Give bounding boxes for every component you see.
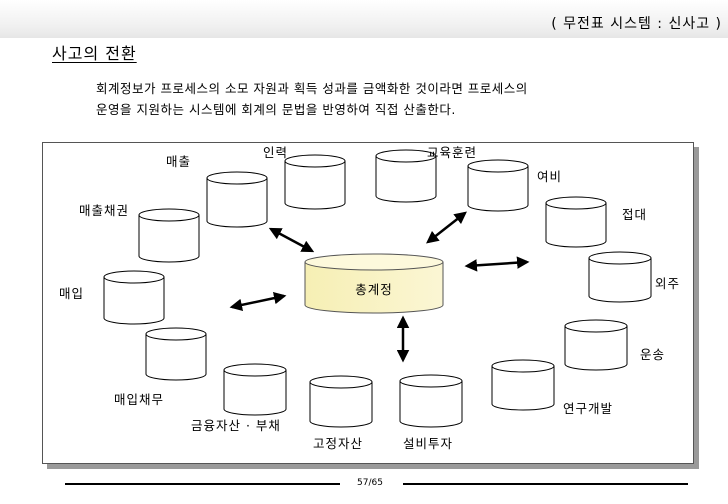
page-number: 57/65 bbox=[357, 478, 383, 488]
receivables-cylinder bbox=[138, 208, 200, 263]
purchase-cylinder bbox=[103, 270, 165, 325]
entertainment-label: 접대 bbox=[622, 207, 647, 222]
payables-cylinder bbox=[145, 327, 207, 381]
equipment-label: 설비투자 bbox=[403, 436, 453, 451]
rnd-label: 연구개발 bbox=[563, 401, 613, 416]
entertainment-cylinder bbox=[545, 196, 607, 248]
equipment-cylinder bbox=[399, 374, 463, 428]
labor-label: 인력 bbox=[263, 145, 288, 160]
slide-title: 사고의 전환 bbox=[52, 44, 137, 63]
payables-label: 매입채무 bbox=[114, 392, 164, 407]
receivables-label: 매출채권 bbox=[79, 203, 129, 218]
arrow-upper-left bbox=[268, 227, 315, 253]
travel-label: 여비 bbox=[537, 169, 562, 184]
general-ledger-cylinder: 총계정 bbox=[304, 253, 444, 314]
outsourcing-label: 외주 bbox=[655, 276, 680, 291]
financial-cylinder bbox=[223, 363, 287, 416]
shipping-cylinder bbox=[564, 319, 628, 371]
paragraph-line-2: 운영을 지원하는 시스템에 회계의 문법을 반영하여 직접 산출한다. bbox=[96, 102, 456, 117]
arrow-right bbox=[464, 256, 530, 272]
footer-line-right bbox=[403, 483, 688, 485]
fixed-assets-cylinder bbox=[309, 375, 373, 428]
purchase-label: 매입 bbox=[59, 286, 84, 301]
training-label: 교육훈련 bbox=[427, 145, 477, 160]
footer-line-left bbox=[65, 483, 340, 485]
travel-cylinder bbox=[467, 159, 529, 212]
rnd-cylinder bbox=[491, 359, 555, 411]
description-paragraph: 회계정보가 프로세스의 소모 자원과 획득 성과를 금액화한 것이라면 프로세스… bbox=[96, 78, 528, 120]
paragraph-line-1: 회계정보가 프로세스의 소모 자원과 획득 성과를 금액화한 것이라면 프로세스… bbox=[96, 81, 528, 96]
labor-cylinder bbox=[284, 154, 346, 210]
arrow-upper-right bbox=[426, 211, 467, 244]
fixed-assets-label: 고정자산 bbox=[313, 436, 363, 451]
general-ledger-label: 총계정 bbox=[355, 282, 393, 297]
training-cylinder bbox=[375, 149, 437, 203]
financial-label: 금융자산 · 부채 bbox=[191, 418, 281, 433]
shipping-label: 운송 bbox=[640, 347, 665, 362]
sales-label: 매출 bbox=[166, 154, 191, 169]
outsourcing-cylinder bbox=[588, 251, 652, 303]
sales-cylinder bbox=[206, 171, 268, 228]
header-bar: ( 무전표 시스템 : 신사고 ) bbox=[0, 0, 728, 38]
arrow-left bbox=[229, 291, 287, 312]
system-label: ( 무전표 시스템 : 신사고 ) bbox=[551, 16, 722, 32]
